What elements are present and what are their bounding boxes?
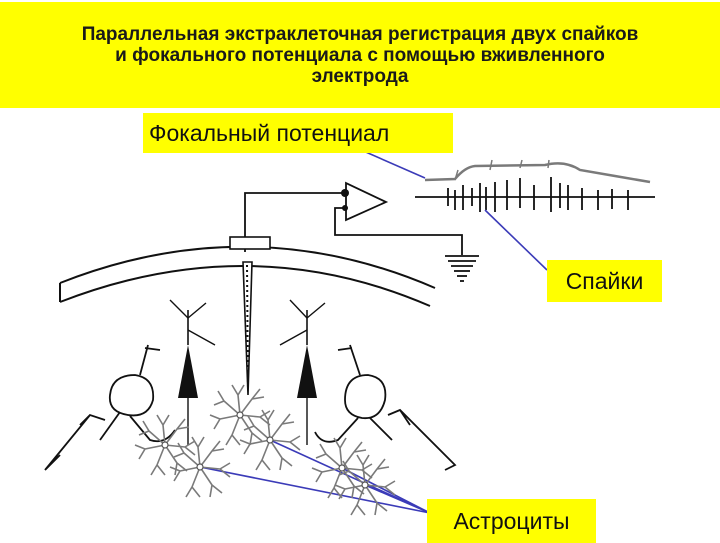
astrocytes	[134, 384, 396, 516]
side-neuron-left	[44, 344, 176, 471]
amplifier-circuit	[244, 181, 463, 255]
title-line-3: электрода	[311, 65, 409, 87]
pyramidal-neuron-right	[279, 299, 326, 445]
pointer-lines	[199, 145, 548, 514]
spikes-text: Спайки	[565, 268, 644, 294]
electrode	[229, 236, 271, 396]
focal-potential-trace	[424, 159, 651, 184]
page-title: Параллельная экстраклеточная регистрация…	[78, 24, 643, 87]
focal-potential-text: Фокальный потенциал	[149, 120, 390, 146]
astrocytes-label: Астроциты	[427, 499, 596, 543]
pyramidal-neuron-left	[169, 299, 216, 445]
amplifier-triangle	[345, 181, 389, 222]
spikes-label: Спайки	[547, 260, 662, 302]
title-line-1: Параллельная экстраклеточная регистрация…	[81, 23, 639, 45]
focal-potential-label: Фокальный потенциал	[143, 113, 453, 153]
side-neuron-right	[314, 344, 457, 471]
spikes-trace	[415, 177, 655, 212]
ground-icon	[445, 255, 479, 282]
title-banner: Параллельная экстраклеточная регистрация…	[0, 2, 720, 108]
astrocytes-text: Астроциты	[453, 508, 570, 534]
title-line-2: и фокального потенциала с помощью вживле…	[115, 44, 605, 66]
